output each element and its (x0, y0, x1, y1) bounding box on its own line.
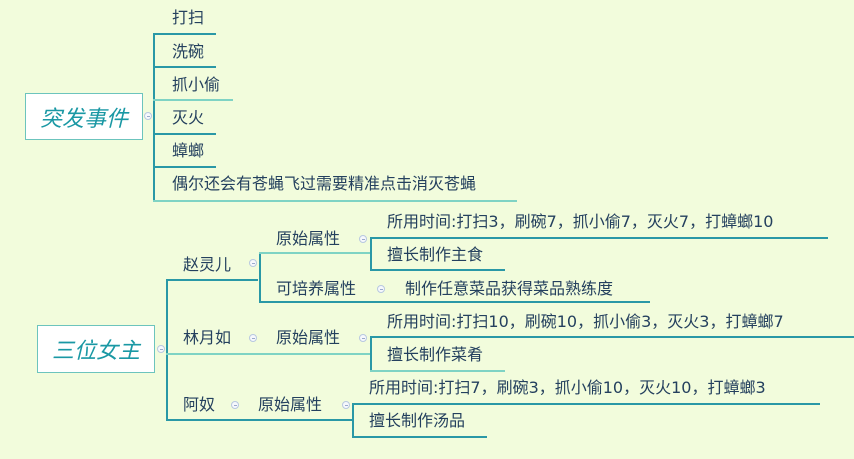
event-item-thief[interactable]: 抓小偷 (172, 75, 221, 94)
underline (153, 66, 216, 68)
collapse-toggle-icon[interactable] (249, 259, 257, 267)
lin-original-attrs[interactable]: 原始属性 (276, 328, 341, 347)
collapse-toggle-icon[interactable] (342, 401, 350, 409)
underline (153, 166, 216, 168)
underline (166, 419, 352, 421)
underline (259, 301, 650, 303)
anu-time[interactable]: 所用时间:打扫7，刷碗3，抓小偷10，灭火10，打蟑螂3 (369, 378, 766, 397)
underline (370, 336, 854, 338)
zhao-time[interactable]: 所用时间:打扫3，刷碗7，抓小偷7，灭火7，打蟑螂10 (387, 212, 774, 231)
underline (153, 99, 233, 101)
collapse-toggle-icon[interactable] (231, 401, 239, 409)
collapse-toggle-icon[interactable] (359, 235, 367, 243)
underline (166, 279, 258, 281)
underline (370, 370, 505, 372)
underline (153, 133, 216, 135)
event-item-cockroach[interactable]: 蟑螂 (172, 141, 205, 160)
underline (352, 403, 820, 405)
connector-line (166, 280, 168, 421)
underline (370, 269, 505, 271)
collapse-toggle-icon[interactable] (359, 334, 367, 342)
zhao-trainable-value[interactable]: 制作任意菜品获得菜品熟练度 (405, 279, 614, 298)
collapse-toggle-icon[interactable] (377, 285, 385, 293)
zhao-skill[interactable]: 擅长制作主食 (387, 245, 484, 264)
root-node-events-label: 突发事件 (39, 106, 128, 132)
anu-original-attrs[interactable]: 原始属性 (258, 395, 323, 414)
connector-line (352, 404, 354, 438)
event-item-fire[interactable]: 灭火 (172, 108, 205, 127)
event-item-fly[interactable]: 偶尔还会有苍蝇飞过需要精准点击消灭苍蝇 (172, 174, 477, 193)
underline (153, 200, 517, 202)
connector-line (153, 34, 155, 202)
event-item-wash[interactable]: 洗碗 (172, 42, 205, 61)
collapse-toggle-icon[interactable] (144, 112, 152, 120)
heroine-zhao[interactable]: 赵灵儿 (183, 255, 232, 274)
lin-time[interactable]: 所用时间:打扫10，刷碗10，抓小偷3，灭火3，打蟑螂7 (387, 312, 784, 331)
heroine-lin[interactable]: 林月如 (183, 328, 232, 347)
underline (259, 252, 370, 254)
underline (352, 436, 487, 438)
connector-line (259, 253, 261, 303)
underline (166, 353, 370, 355)
root-node-events[interactable]: 突发事件 (25, 93, 143, 140)
anu-skill[interactable]: 擅长制作汤品 (369, 411, 466, 430)
root-node-heroines-label: 三位女主 (51, 339, 140, 364)
lin-skill[interactable]: 擅长制作菜肴 (387, 345, 484, 364)
heroine-anu[interactable]: 阿奴 (183, 395, 216, 414)
collapse-toggle-icon[interactable] (157, 345, 165, 353)
connector-line (370, 238, 372, 271)
zhao-trainable-attrs[interactable]: 可培养属性 (276, 279, 357, 298)
underline (153, 33, 216, 35)
underline (370, 237, 828, 239)
connector-line (370, 337, 372, 372)
zhao-original-attrs[interactable]: 原始属性 (276, 229, 341, 248)
root-node-heroines[interactable]: 三位女主 (37, 325, 155, 373)
collapse-toggle-icon[interactable] (249, 334, 257, 342)
event-item-sweep[interactable]: 打扫 (172, 8, 205, 27)
